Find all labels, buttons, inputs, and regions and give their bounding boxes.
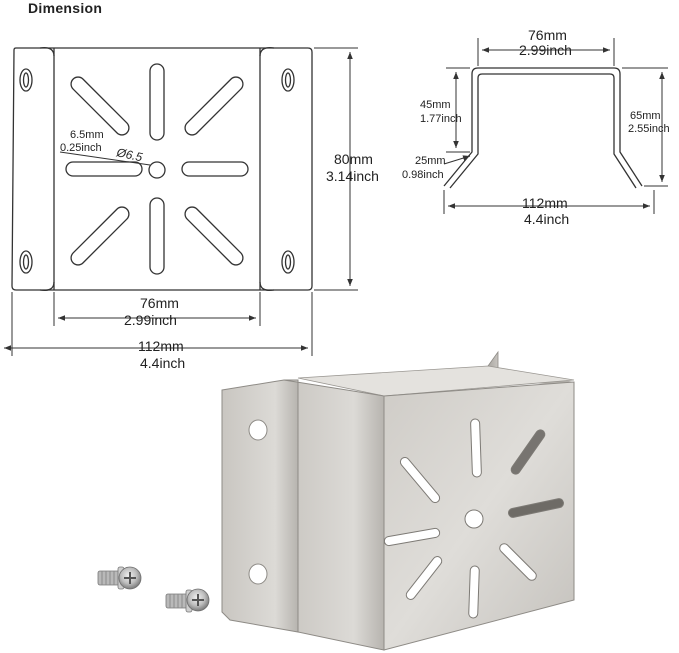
wing-hole-lower <box>248 563 268 585</box>
total-width-mm: 112mm <box>138 338 184 354</box>
flange-dimension <box>443 155 471 165</box>
inner-width-in: 2.99inch <box>124 312 177 328</box>
screw-left <box>97 566 142 590</box>
product-slots <box>383 418 564 619</box>
wing-hole-bottom-right <box>281 250 295 274</box>
outer-depth-dimension <box>622 67 668 187</box>
bottom-width-dimension <box>443 190 655 214</box>
bracket-profile <box>443 67 643 189</box>
hole-diameter-callout: 6.5mm 0.25inch Ø6.5 <box>59 129 151 166</box>
radial-slots <box>65 63 249 275</box>
bottom-width-in: 4.4inch <box>524 211 569 227</box>
front-view: 6.5mm 0.25inch Ø6.5 80mm 3.14inch 76mm 2… <box>4 47 379 371</box>
top-width-mm: 76mm <box>528 27 567 43</box>
hole-dia-mm: 6.5mm <box>70 129 104 141</box>
inner-depth-mm: 45mm <box>420 99 451 111</box>
wing-hole-bottom-left <box>19 250 33 274</box>
height-dimension <box>314 47 358 291</box>
inner-width-dimension <box>53 292 261 326</box>
wing-hole-top-right <box>281 68 295 92</box>
product-center-hole <box>464 509 484 529</box>
outer-depth-in: 2.55inch <box>628 123 670 135</box>
side-view: 76mm 2.99inch 45mm 1.77inch 25mm 0.98inc… <box>402 27 670 227</box>
screw-right <box>165 588 210 613</box>
top-width-dimension <box>477 38 615 66</box>
bracket-product-image <box>221 350 575 651</box>
dimension-heading: Dimension <box>28 0 103 16</box>
inner-width-mm: 76mm <box>140 295 179 311</box>
height-mm: 80mm <box>334 151 373 167</box>
hole-dia-symbol: Ø6.5 <box>114 145 144 164</box>
plate-outline <box>11 47 313 291</box>
top-width-in: 2.99inch <box>519 42 572 58</box>
outer-depth-mm: 65mm <box>630 110 661 122</box>
total-width-in: 4.4inch <box>140 355 185 371</box>
inner-depth-in: 1.77inch <box>420 113 462 125</box>
bottom-width-mm: 112mm <box>522 195 568 211</box>
height-in: 3.14inch <box>326 168 379 184</box>
wing-holes <box>19 68 295 274</box>
hole-dia-in: 0.25inch <box>60 142 102 154</box>
inner-depth-dimension <box>446 67 470 153</box>
center-hole <box>148 161 166 179</box>
total-width-dimension <box>4 292 313 356</box>
wing-hole-upper <box>248 419 268 441</box>
flange-in: 0.98inch <box>402 169 444 181</box>
wing-hole-top-left <box>19 68 33 92</box>
bracket-left-wing <box>221 379 299 633</box>
flange-mm: 25mm <box>415 155 446 167</box>
